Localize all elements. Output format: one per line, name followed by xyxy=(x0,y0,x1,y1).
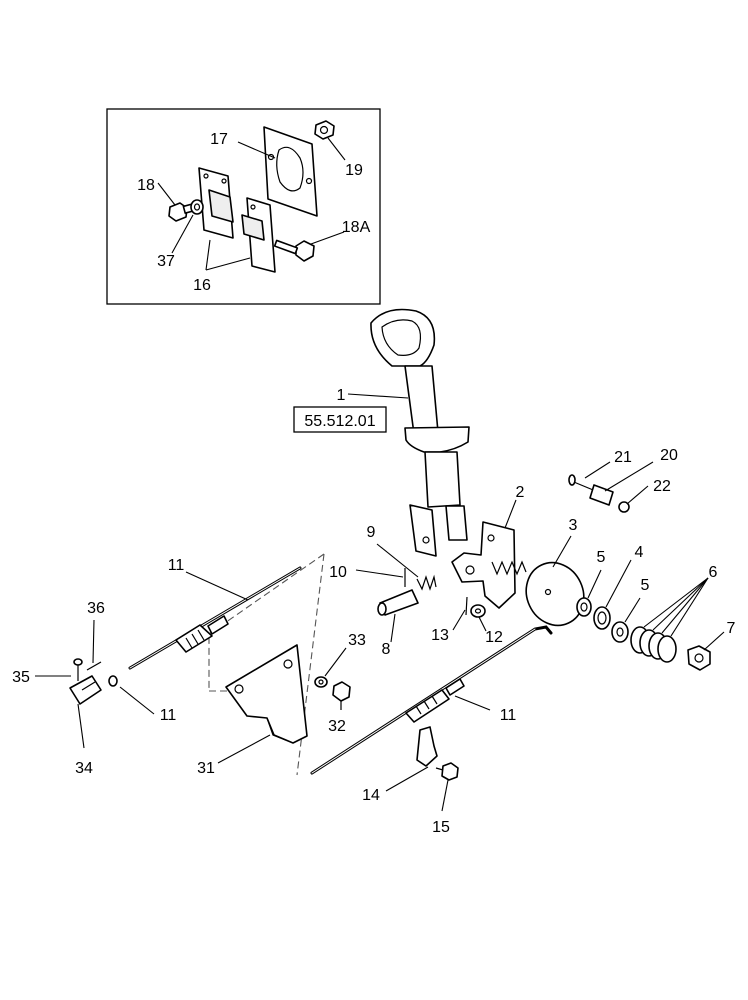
callout-12: 12 xyxy=(485,629,503,646)
gasket-plate-17 xyxy=(263,126,318,217)
inset-frame xyxy=(106,108,381,305)
callout-11-lower-left: 11 xyxy=(160,707,177,724)
reference-box xyxy=(293,406,387,433)
callout-4: 4 xyxy=(635,544,644,561)
callout-7: 7 xyxy=(727,620,736,637)
spring-9 xyxy=(416,574,437,591)
washer-12 xyxy=(470,604,486,618)
bolt-18a xyxy=(273,239,315,262)
callout-15: 15 xyxy=(432,819,450,836)
disc-spring-stack-6 xyxy=(630,626,677,663)
nut-7 xyxy=(687,645,711,671)
callout-9: 9 xyxy=(367,524,376,541)
callout-18a: 18A xyxy=(342,219,371,236)
pivot-bracket-2 xyxy=(451,521,516,609)
callout-37: 37 xyxy=(157,253,175,270)
callout-10: 10 xyxy=(329,564,347,581)
spring xyxy=(491,560,527,576)
disc-3 xyxy=(525,561,585,627)
callout-6: 6 xyxy=(709,564,718,581)
bracket-16 xyxy=(198,167,276,273)
callout-14: 14 xyxy=(362,787,380,804)
washer-5-upper xyxy=(576,597,592,617)
callout-2: 2 xyxy=(516,484,525,501)
callout-36: 36 xyxy=(87,600,105,617)
callout-19: 19 xyxy=(345,162,363,179)
washer-37 xyxy=(190,199,204,215)
alignment-line-left xyxy=(208,553,325,691)
clip-13 xyxy=(465,596,468,616)
callout-11-right: 11 xyxy=(500,707,517,724)
callout-20: 20 xyxy=(660,447,678,464)
alignment-line-upper xyxy=(296,553,325,776)
callout-11-upper: 11 xyxy=(168,557,185,574)
washer-33 xyxy=(314,676,328,688)
clamp-14 xyxy=(416,726,438,767)
callout-16: 16 xyxy=(193,277,211,294)
nut-19 xyxy=(314,120,335,140)
callout-8: 8 xyxy=(382,641,391,658)
bolt-32 xyxy=(332,681,351,710)
nut-22 xyxy=(618,501,630,513)
callout-33: 33 xyxy=(348,632,366,649)
clip-36 xyxy=(86,661,102,671)
callout-3: 3 xyxy=(569,517,578,534)
callout-31: 31 xyxy=(197,760,215,777)
callout-35: 35 xyxy=(12,669,30,686)
callout-17: 17 xyxy=(210,131,228,148)
cable-11-left xyxy=(108,566,302,687)
callout-34: 34 xyxy=(75,760,93,777)
mounting-plate-31 xyxy=(225,644,308,744)
callout-32: 32 xyxy=(328,718,346,735)
washer-5-lower xyxy=(611,621,629,643)
spring-washer-4 xyxy=(593,606,611,630)
reference-text: 55.512.01 xyxy=(304,413,375,430)
shift-lever-1 xyxy=(370,308,470,557)
pin-8 xyxy=(377,589,419,616)
callout-1: 1 xyxy=(337,387,346,404)
callout-18: 18 xyxy=(137,177,155,194)
callout-5-upper: 5 xyxy=(597,549,606,566)
cable-11-right xyxy=(310,625,553,775)
callout-22: 22 xyxy=(653,478,671,495)
pin-35 xyxy=(73,658,83,681)
bolt-15 xyxy=(435,762,459,781)
clevis-34 xyxy=(69,675,102,705)
callout-21: 21 xyxy=(614,449,632,466)
callout-5-lower: 5 xyxy=(641,577,650,594)
callout-13: 13 xyxy=(431,627,449,644)
